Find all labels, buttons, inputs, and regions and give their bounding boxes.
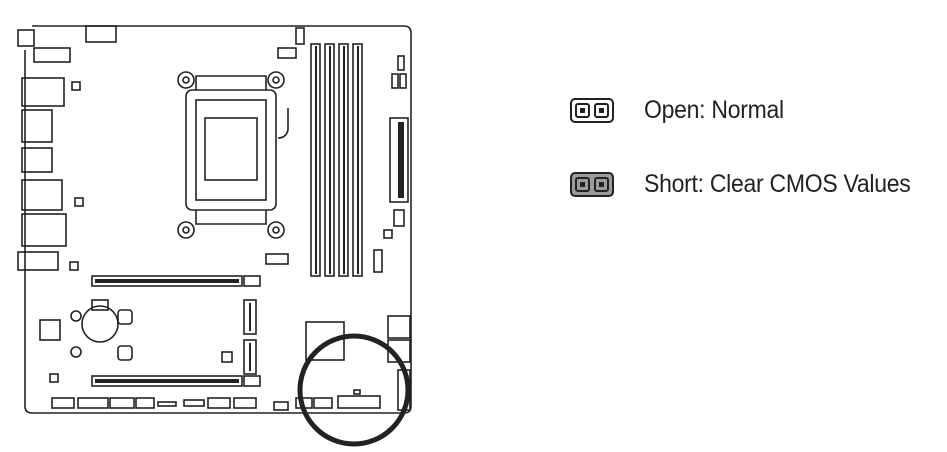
bottom-header	[77, 397, 109, 409]
sata-port	[387, 315, 411, 339]
rear-io-port	[21, 179, 63, 211]
dimm-slot-1	[310, 43, 321, 277]
pcie-slot-2	[91, 375, 243, 387]
legend-short-label: Short: Clear CMOS Values	[644, 170, 911, 198]
cpu-power-connector	[85, 25, 117, 43]
chipset	[305, 321, 345, 361]
legend-short-row: Short: Clear CMOS Values	[570, 170, 934, 199]
fan-header	[277, 47, 297, 59]
pcie-slot-1	[91, 275, 243, 287]
bottom-header	[207, 397, 231, 409]
atx-power-connector	[389, 117, 409, 203]
rear-io-port	[21, 213, 67, 247]
bottom-header	[51, 397, 75, 409]
front-panel-header	[337, 395, 381, 409]
m2-slot	[243, 339, 257, 375]
dimm-slot-2	[324, 43, 335, 277]
board-outline	[24, 25, 412, 414]
rear-io-port	[21, 109, 53, 143]
legend-open-label: Open: Normal	[644, 96, 784, 124]
rear-io-port	[21, 147, 53, 173]
dimm-slot-4	[352, 43, 363, 277]
cpu-socket	[185, 89, 277, 211]
jumper-open-icon	[570, 98, 614, 123]
m2-slot	[243, 299, 257, 335]
rear-io-port	[21, 77, 65, 107]
jumper-short-icon	[570, 172, 614, 197]
bottom-header	[109, 397, 135, 409]
bottom-header	[233, 397, 257, 409]
rear-io-port	[17, 251, 59, 271]
cmos-battery	[81, 305, 119, 343]
legend-open-row: Open: Normal	[570, 96, 796, 125]
highlight-circle	[297, 333, 411, 447]
bottom-header	[135, 397, 155, 409]
dimm-slot-3	[338, 43, 349, 277]
bottom-header	[313, 397, 333, 409]
bottom-header	[273, 401, 289, 411]
rear-io-top	[17, 29, 35, 47]
